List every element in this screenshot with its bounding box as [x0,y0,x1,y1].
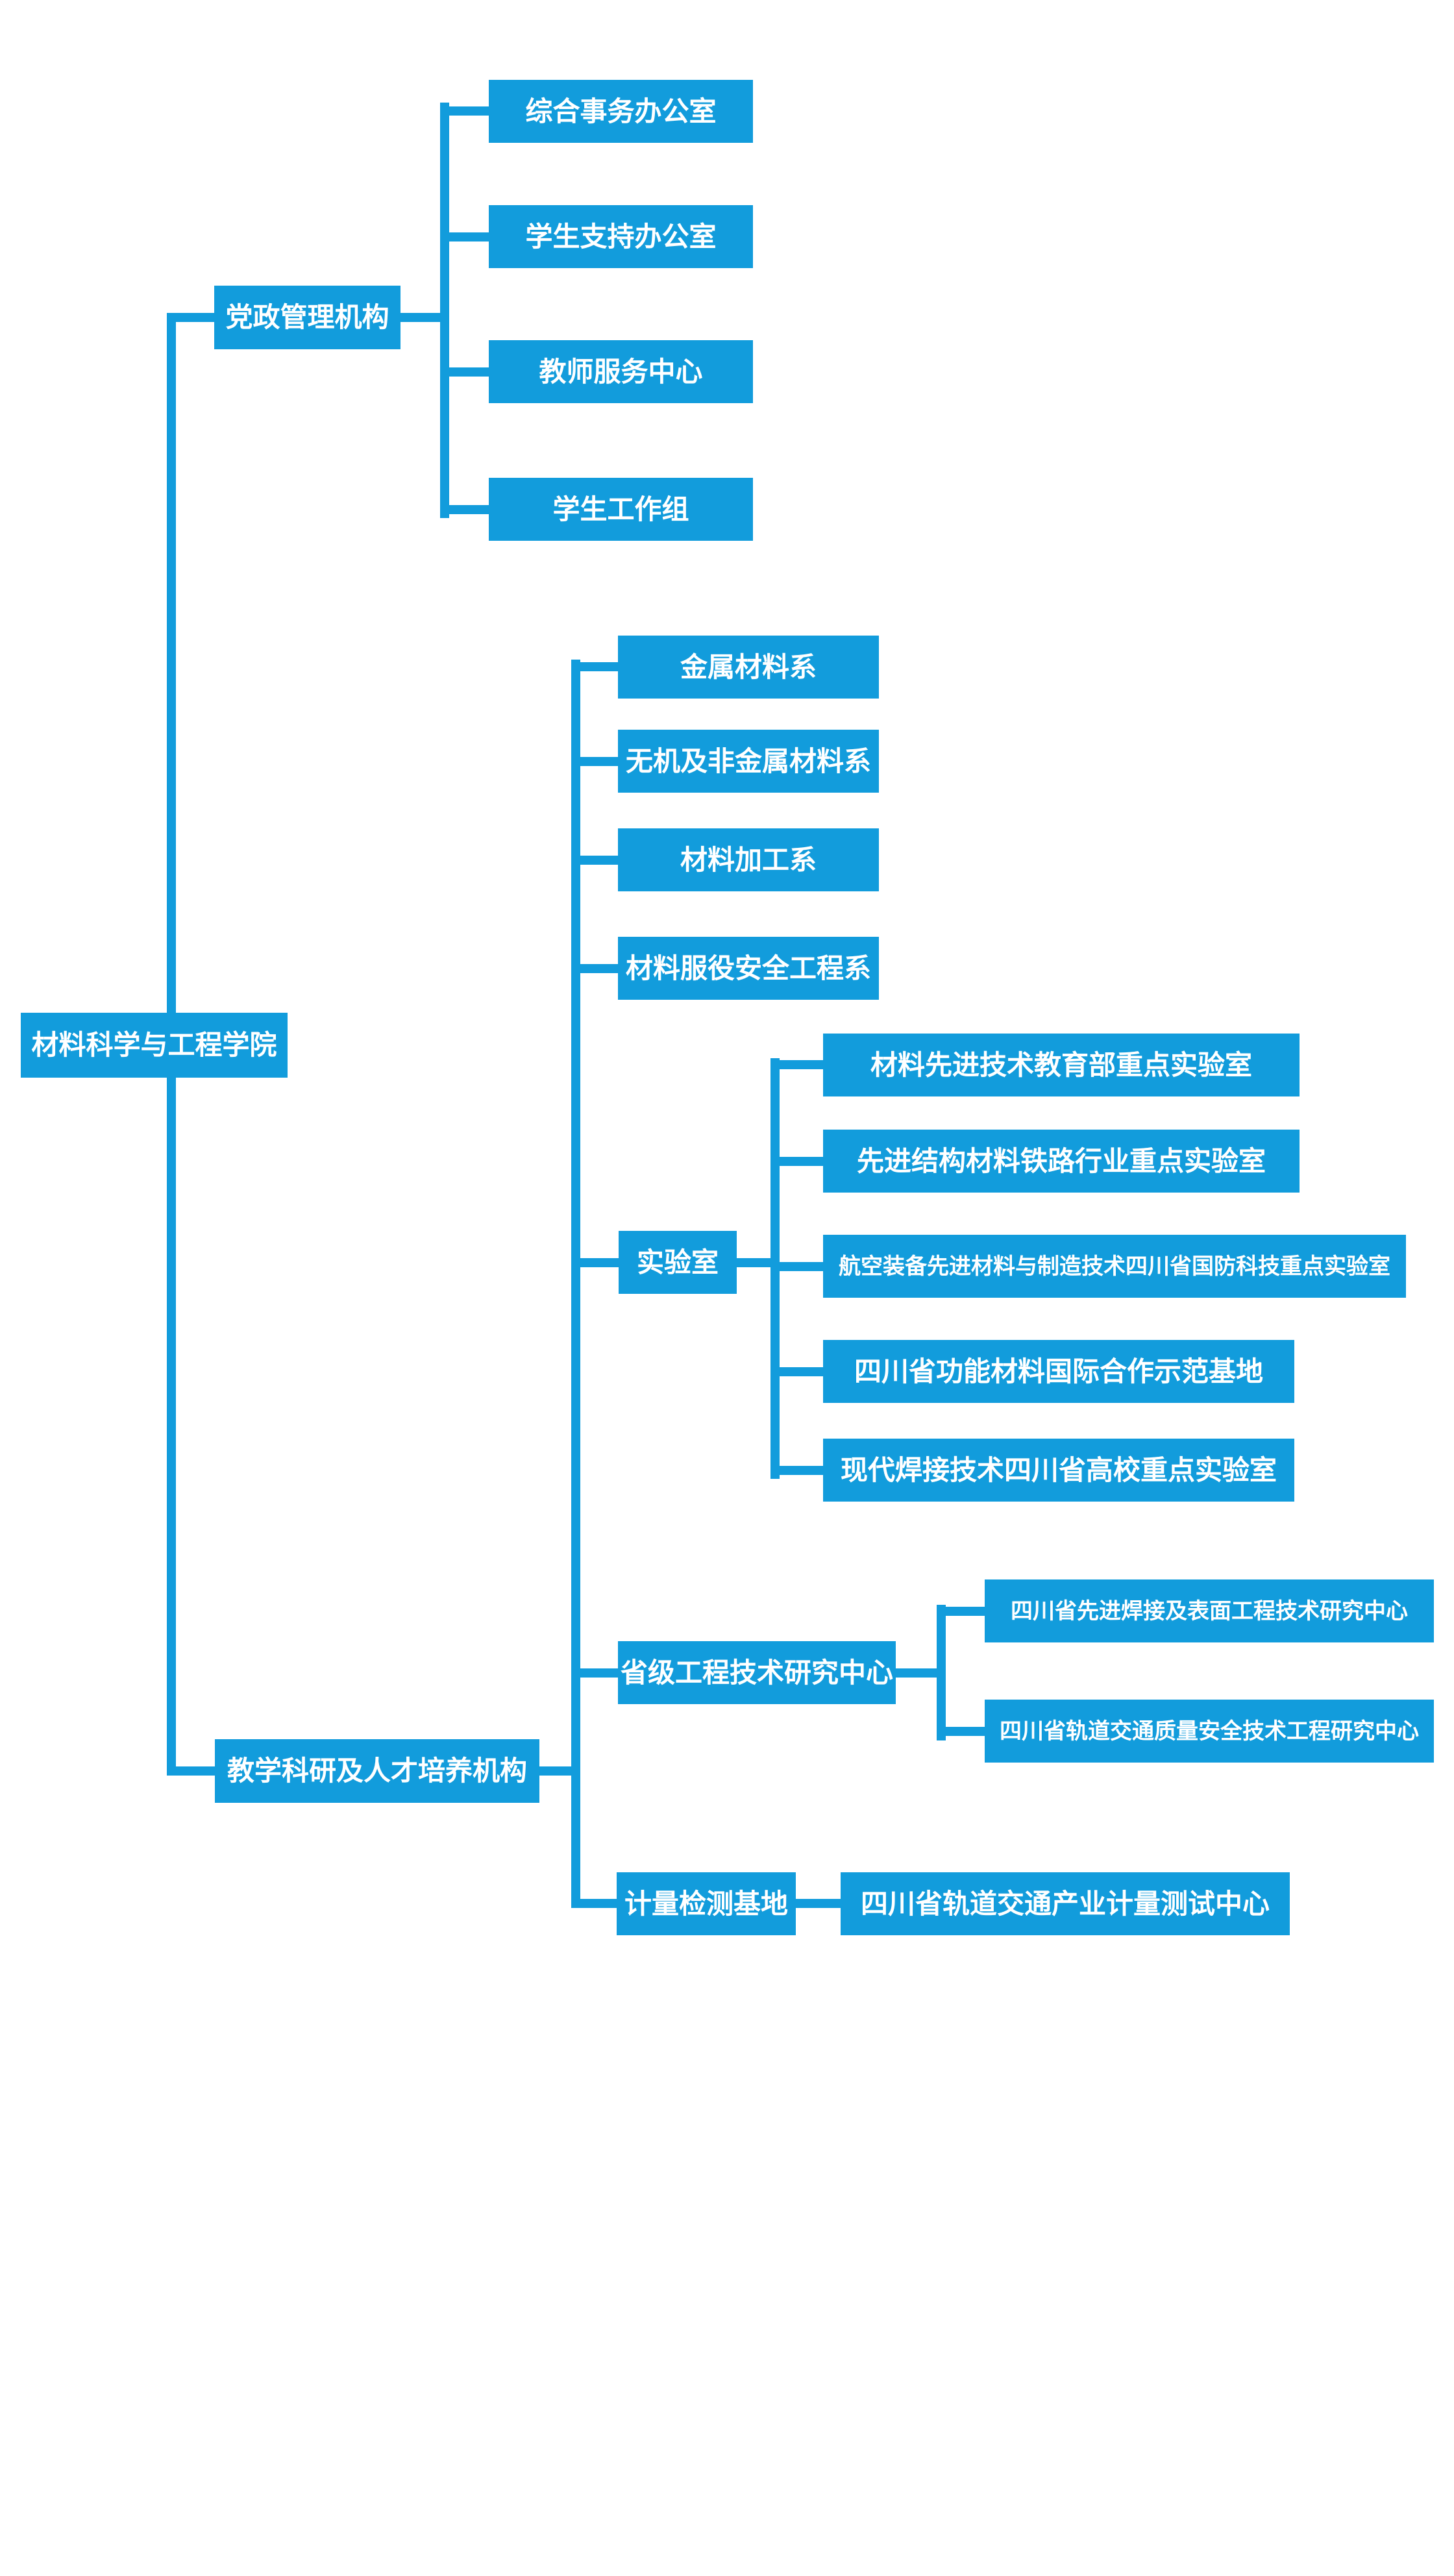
edge-stub-intl-base [770,1367,823,1376]
node-teacher-service-center: 教师服务中心 [489,340,753,403]
edge-stub-provincial-right [896,1668,946,1678]
edge-trunk-party-admin-children [440,103,449,518]
node-laboratory: 实验室 [619,1231,737,1294]
edge-stub-welding-surface-center [937,1607,985,1616]
node-rail-metrology-center: 四川省轨道交通产业计量测试中心 [841,1872,1290,1935]
edge-stub-student-support [440,232,489,242]
node-teaching-research-org: 教学科研及人才培养机构 [215,1739,539,1803]
edge-stub-laboratory-right [737,1258,780,1267]
node-service-safety-dept: 材料服役安全工程系 [618,937,879,1000]
node-party-admin: 党政管理机构 [214,286,400,349]
node-defense-key-lab: 航空装备先进材料与制造技术四川省国防科技重点实验室 [823,1235,1406,1298]
edge-stub-inorganic-dept [571,757,618,766]
edge-stub-metrology-base-left [571,1899,617,1908]
edge-stub-metal-dept [571,662,618,671]
node-general-affairs-office: 综合事务办公室 [489,80,753,143]
node-metrology-base: 计量检测基地 [617,1872,796,1935]
node-materials-processing-dept: 材料加工系 [618,828,879,891]
edge-stub-party-admin-right [400,313,449,322]
edge-trunk-teaching-research-children [571,660,580,1908]
edge-stub-defense-lab [770,1262,823,1271]
edge-stub-teacher-service [440,367,489,377]
node-provincial-eng-center: 省级工程技术研究中心 [618,1641,896,1704]
node-welding-key-lab: 现代焊接技术四川省高校重点实验室 [823,1439,1294,1502]
node-welding-surface-center: 四川省先进焊接及表面工程技术研究中心 [985,1579,1434,1642]
edge-stub-railway-lab [770,1157,823,1166]
node-railway-key-lab: 先进结构材料铁路行业重点实验室 [823,1130,1300,1193]
edge-stub-rail-quality-center [937,1727,985,1736]
edge-stub-party-admin-left [167,313,214,322]
node-moe-key-lab: 材料先进技术教育部重点实验室 [823,1034,1300,1096]
node-metal-materials-dept: 金属材料系 [618,636,879,699]
node-intl-coop-base: 四川省功能材料国际合作示范基地 [823,1340,1294,1403]
node-college-root: 材料科学与工程学院 [21,1013,288,1078]
edge-stub-teaching-research-right [539,1766,580,1776]
edge-stub-teaching-research-left [167,1766,215,1776]
node-student-work-group: 学生工作组 [489,478,753,541]
edge-stub-metrology-to-center [796,1899,841,1908]
node-rail-quality-center: 四川省轨道交通质量安全技术工程研究中心 [985,1700,1434,1763]
edge-stub-provincial-center-left [571,1668,618,1678]
node-student-support-office: 学生支持办公室 [489,205,753,268]
edge-stub-welding-lab [770,1466,823,1475]
edge-stub-processing-dept [571,856,618,865]
edge-stub-general-affairs [440,106,489,116]
node-inorganic-nonmetal-dept: 无机及非金属材料系 [618,730,879,793]
edge-stub-service-safety-dept [571,964,618,973]
edge-stub-laboratory-left [571,1258,619,1267]
edge-stub-student-work [440,505,489,514]
edge-stub-moe-lab [770,1060,823,1069]
